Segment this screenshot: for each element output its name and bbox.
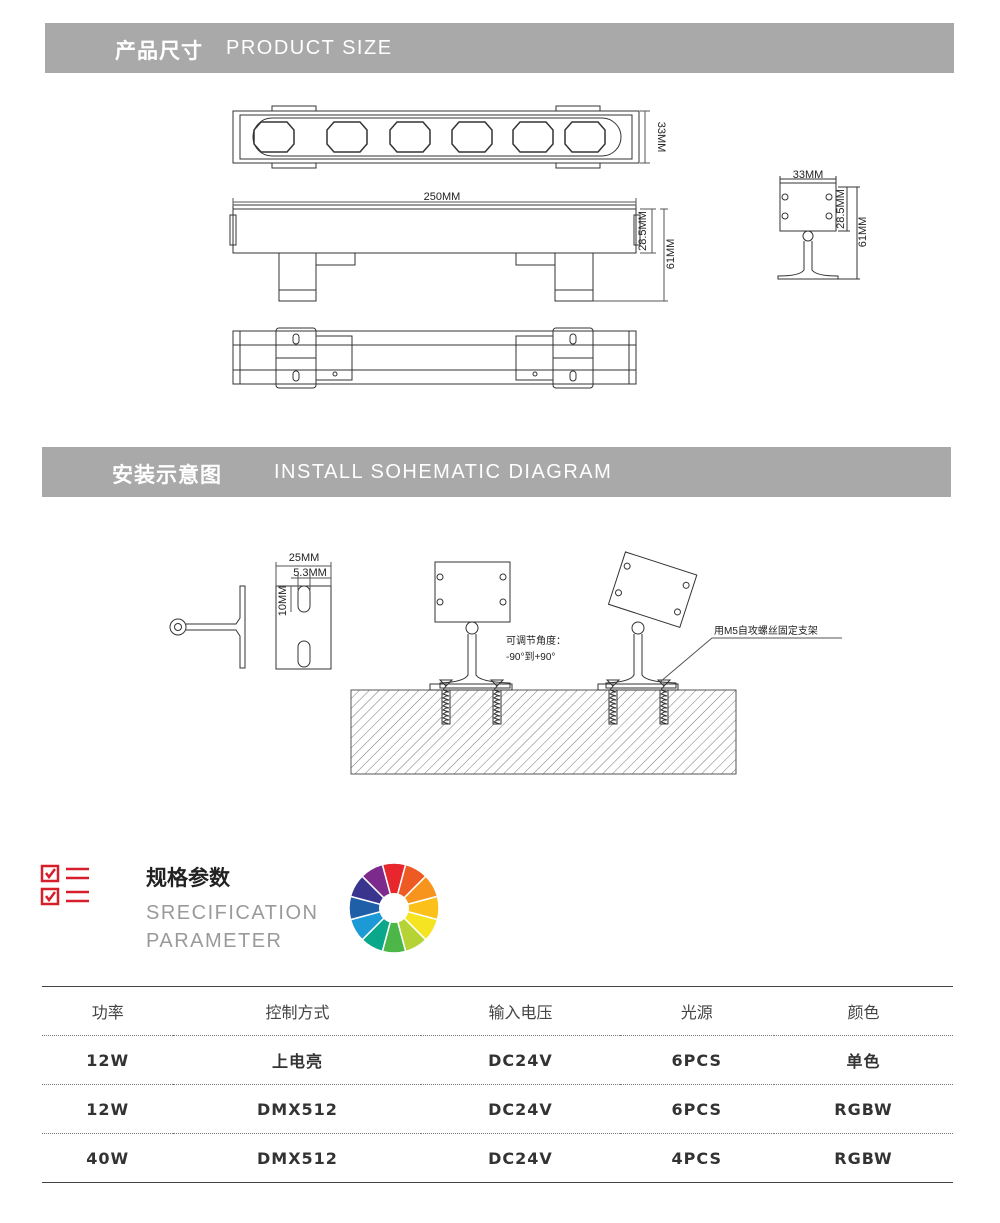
- side-width-label: 33MM: [793, 169, 824, 181]
- cell-power: 40W: [42, 1133, 174, 1183]
- front-view-drawing: [229, 204, 641, 302]
- header-voltage: 输入电压: [488, 1003, 553, 1022]
- fixture-upright-drawing: [429, 561, 513, 691]
- install-title-en: INSTALL SOHEMATIC DIAGRAM: [274, 461, 613, 483]
- screw-leader-line: [659, 637, 842, 683]
- screw: [438, 679, 454, 725]
- product-size-banner: 产品尺寸 PRODUCT SIZE: [45, 23, 954, 73]
- screws: [438, 679, 672, 725]
- table-row: 40W DMX512 DC24V 4PCS RGBW: [42, 1133, 953, 1183]
- dim-250-label: 250MM: [424, 191, 461, 203]
- dim-61-label: 61MM: [665, 239, 677, 270]
- spec-title-en-line1: SRECIFICATION: [146, 902, 319, 924]
- cell-source: 6PCS: [619, 1035, 774, 1085]
- slot-height-label: 10MM: [277, 586, 289, 617]
- cell-voltage: DC24V: [421, 1133, 620, 1183]
- screw: [656, 679, 672, 725]
- side-view-drawing: [777, 176, 860, 280]
- cell-source: 4PCS: [619, 1133, 774, 1183]
- product-size-title-cn: 产品尺寸: [115, 39, 203, 63]
- bracket-side-drawing: [169, 585, 246, 669]
- install-title-cn: 安装示意图: [112, 463, 222, 487]
- cell-voltage: DC24V: [421, 1084, 620, 1134]
- cell-control: DMX512: [173, 1084, 422, 1134]
- product-size-title-en: PRODUCT SIZE: [226, 37, 393, 59]
- table-row: 12W DMX512 DC24V 6PCS RGBW: [42, 1084, 953, 1134]
- slot-width-label: 5.3MM: [293, 567, 327, 579]
- lens: [564, 121, 606, 153]
- header-control: 控制方式: [265, 1003, 330, 1022]
- table-header-row: 功率 控制方式 输入电压 光源 颜色: [42, 987, 953, 1036]
- side-height2-label: 61MM: [857, 217, 869, 248]
- cell-control: 上电亮: [173, 1035, 422, 1085]
- top-view-drawing: [232, 105, 640, 169]
- screw-note: 用M5自攻螺丝固定支架: [714, 624, 818, 637]
- cell-control: DMX512: [173, 1133, 422, 1183]
- lens: [512, 121, 554, 153]
- cell-voltage: DC24V: [421, 1035, 620, 1085]
- bracket-front-drawing: [275, 562, 332, 670]
- lens: [451, 121, 493, 153]
- cell-power: 12W: [42, 1035, 174, 1085]
- header-source: 光源: [680, 1003, 713, 1022]
- header-color: 颜色: [847, 1003, 880, 1022]
- cell-color: RGBW: [773, 1133, 953, 1183]
- screw: [489, 679, 505, 725]
- dim-28-5-label: 28.5MM: [637, 211, 649, 251]
- lens: [253, 121, 295, 153]
- wall-hatch: [350, 689, 737, 775]
- spec-title-cn: 规格参数: [146, 866, 230, 890]
- cell-source: 6PCS: [619, 1084, 774, 1134]
- screw: [605, 679, 621, 725]
- cell-color: 单色: [773, 1035, 953, 1085]
- dim-33-label: 33MM: [655, 122, 667, 153]
- spec-table: 功率 控制方式 输入电压 光源 颜色 12W 上电亮 DC24V 6PCS 单色…: [42, 986, 953, 1183]
- angle-note-line1: 可调节角度：: [506, 634, 566, 647]
- install-diagram: 25MM 5.3MM 10MM 可调节角度： -90°到+90° 用M5自攻螺丝…: [169, 551, 842, 775]
- side-height1-label: 28.5MM: [835, 189, 847, 229]
- table-row: 12W 上电亮 DC24V 6PCS 单色: [42, 1035, 953, 1085]
- spec-title-en-line2: PARAMETER: [146, 930, 283, 952]
- lens: [326, 121, 368, 153]
- product-size-drawing: 33MM 250MM 28.5MM 61MM 33MM 28.5MM 61MM: [229, 105, 869, 389]
- install-banner: 安装示意图 INSTALL SOHEMATIC DIAGRAM: [42, 447, 951, 497]
- cell-color: RGBW: [773, 1084, 953, 1134]
- header-power: 功率: [91, 1003, 124, 1022]
- cell-power: 12W: [42, 1084, 174, 1134]
- bracket-width-label: 25MM: [289, 552, 320, 564]
- checklist-icon: [40, 864, 89, 906]
- fixture-tilted-drawing: [597, 551, 698, 691]
- color-wheel-icon: [348, 862, 440, 954]
- bottom-view-drawing: [232, 327, 637, 389]
- angle-note-line2: -90°到+90°: [506, 651, 555, 663]
- lens: [389, 121, 431, 153]
- dimension-lines: [232, 110, 668, 302]
